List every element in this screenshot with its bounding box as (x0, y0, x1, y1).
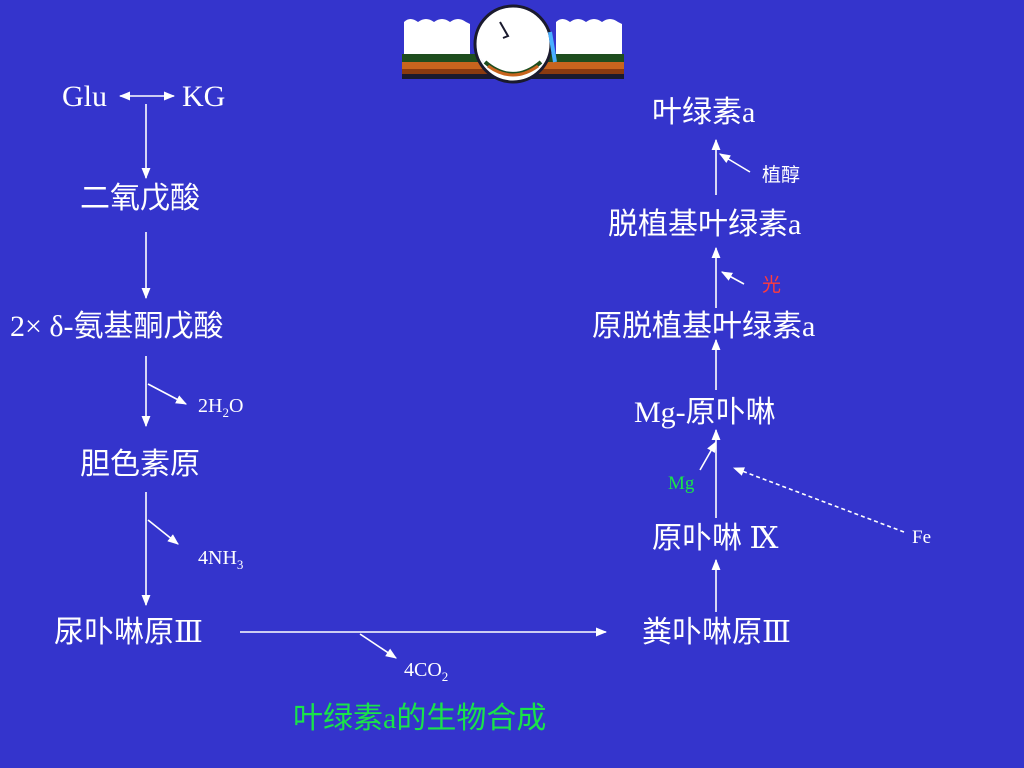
compound-step10: 叶绿素a (652, 96, 756, 129)
phytol-input-label: 植醇 (762, 165, 801, 186)
arrow-out-2h2o (147, 383, 187, 405)
byproduct-4co2: 4CO2 (404, 659, 449, 684)
compound-step7: Mg-原卟啉 (634, 396, 776, 429)
light-input-label: 光 (762, 275, 782, 296)
compound-step3: 胆色素原 (80, 448, 200, 481)
arrow-in-mg (699, 441, 717, 471)
fe-input-label: Fe (912, 527, 931, 548)
mg-input-label: Mg (668, 473, 695, 494)
decorative-leaf-logo (402, 4, 624, 84)
arrow-in-phytol (719, 153, 751, 173)
compound-step4: 尿卟啉原Ⅲ (54, 616, 203, 649)
compound-step9: 脱植基叶绿素a (608, 208, 802, 241)
arrow-fe-dashed (732, 467, 905, 533)
arrow-in-light (721, 271, 745, 285)
diagram-caption: 叶绿素a的生物合成 (293, 702, 547, 735)
compound-step5: 粪卟啉原Ⅲ (642, 616, 791, 649)
byproduct-4nh3: 4NH3 (198, 547, 244, 572)
compound-step2: 2× δ-氨基酮戊酸 (10, 310, 224, 343)
byproduct-2h2o: 2H2O (198, 395, 244, 420)
compound-step8: 原脱植基叶绿素a (592, 310, 816, 343)
arrow-out-4co2 (359, 633, 397, 659)
compound-step6: 原卟啉 Ⅸ (652, 522, 779, 555)
kg-label: KG (182, 80, 226, 113)
glu-label: Glu (62, 80, 107, 113)
arrow-out-4nh3 (147, 519, 179, 545)
compound-step1: 二氧戊酸 (80, 182, 200, 215)
